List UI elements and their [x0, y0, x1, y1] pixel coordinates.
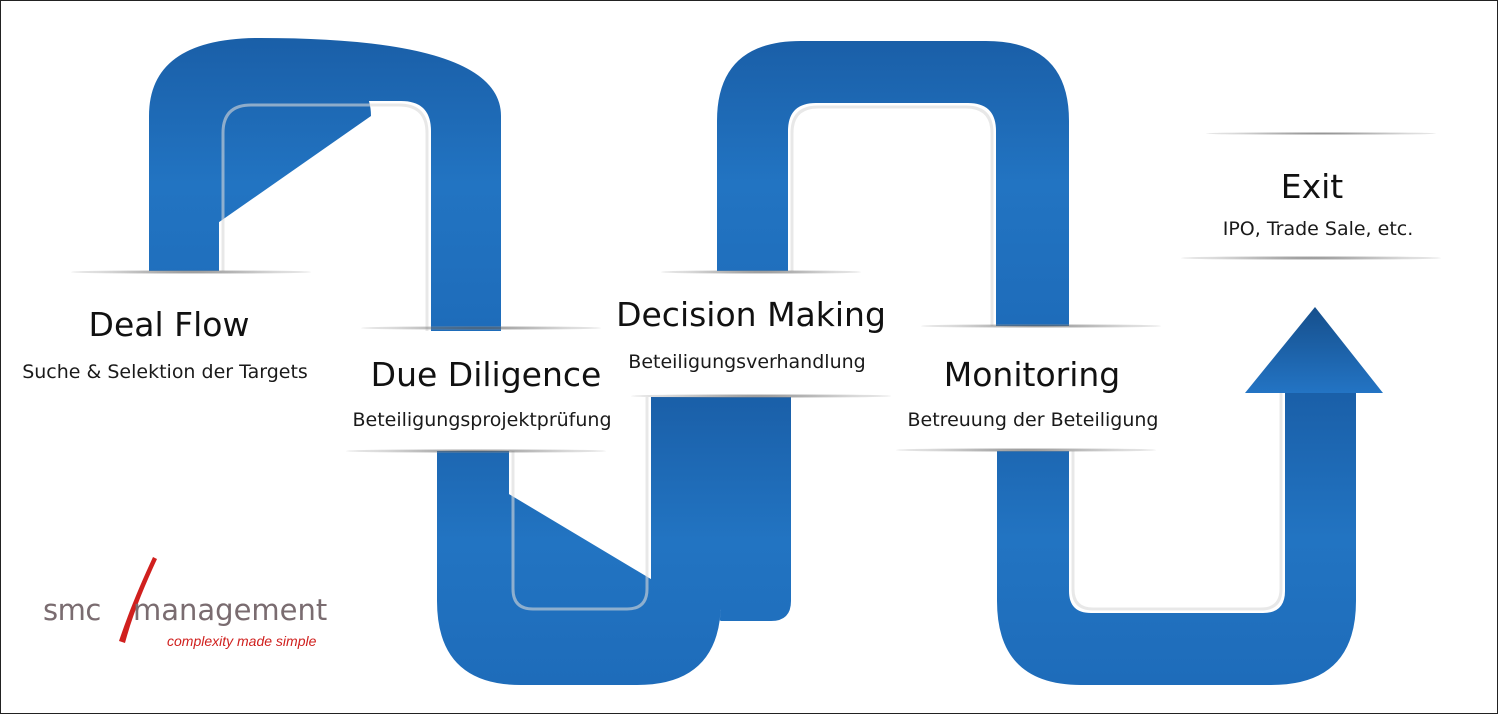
decision-making-title: Decision Making [616, 295, 886, 334]
logo-smc-text: smc [43, 593, 101, 627]
shelf-line-monitoring-bottom [896, 448, 1156, 452]
shelf-line-decision-making-top [661, 270, 861, 274]
smc-management-logo: smc management complexity made simple [41, 553, 341, 663]
shelf-line-exit-top [1206, 132, 1436, 135]
ribbon-inner-highlight-4 [1071, 393, 1283, 611]
monitoring-title: Monitoring [943, 355, 1121, 394]
shelf-line-monitoring-top [921, 324, 1161, 328]
ribbon-inner-highlight-3 [511, 396, 649, 611]
shelf-line-exit-bottom [1181, 256, 1441, 260]
due-diligence-title: Due Diligence [370, 355, 602, 394]
shelf-line-decision-making-bottom [631, 394, 891, 398]
due-diligence-subtitle: Beteiligungsprojektprüfung [352, 409, 612, 431]
ribbon-inner-highlight-1 [221, 103, 429, 331]
shelf-band-due-diligence [341, 331, 631, 451]
arrow-head [1245, 307, 1383, 393]
logo-management-text: management [133, 593, 328, 627]
ribbon-valley-2 [997, 391, 1356, 685]
ribbon-valley-1 [437, 396, 791, 685]
shelf-band-deal-flow [61, 273, 361, 451]
ribbon-hump-2 [717, 41, 1069, 326]
ribbon-inner-highlight-2 [790, 105, 994, 326]
exit-subtitle: IPO, Trade Sale, etc. [1222, 218, 1414, 240]
deal-flow-subtitle: Suche & Selektion der Targets [22, 361, 308, 383]
shelf-line-deal-flow [71, 270, 311, 274]
ribbon-hump-1 [149, 38, 501, 331]
deal-flow-title: Deal Flow [88, 305, 250, 344]
logo-slash-mark [119, 557, 157, 643]
shelf-band-monitoring [881, 327, 1181, 451]
shelf-line-due-diligence-bottom [346, 449, 606, 453]
exit-title: Exit [1280, 167, 1344, 206]
shelf-line-due-diligence-top [361, 326, 601, 330]
logo-tagline: complexity made simple [167, 633, 317, 649]
shelf-band-decision-making [601, 273, 901, 397]
decision-making-subtitle: Beteiligungsverhandlung [628, 351, 866, 373]
monitoring-subtitle: Betreuung der Beteiligung [907, 409, 1159, 431]
